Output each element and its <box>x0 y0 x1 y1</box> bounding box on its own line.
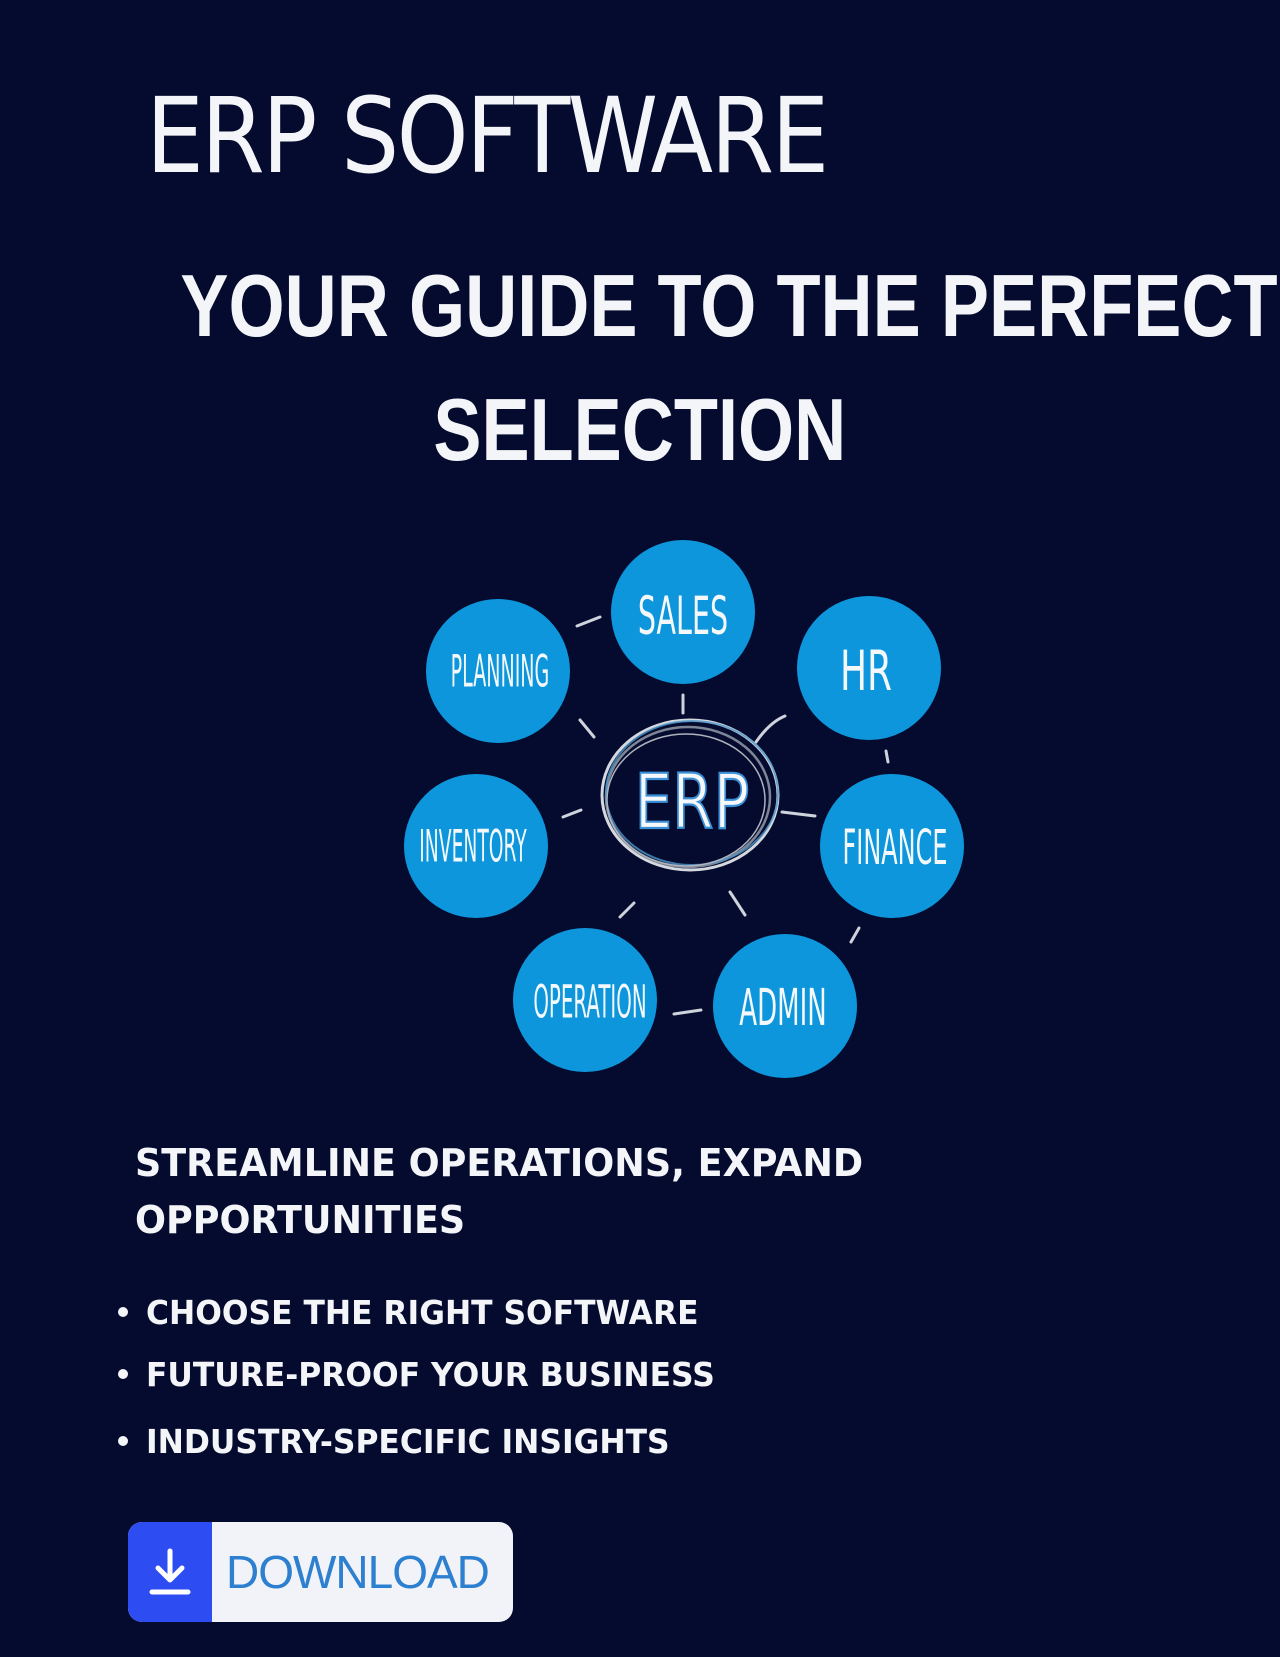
page-title: ERP SOFTWARE <box>146 75 829 197</box>
module-inventory-label: INVENTORY <box>419 823 527 874</box>
tagline: STREAMLINE OPERATIONS, EXPAND OPPORTUNIT… <box>135 1135 1135 1249</box>
module-hr-label: HR <box>840 639 892 703</box>
download-button[interactable]: DOWNLOAD <box>128 1522 513 1622</box>
module-circle <box>426 599 570 743</box>
list-item: INDUSTRY-SPECIFIC INSIGHTS <box>118 1422 697 1461</box>
module-inventory: INVENTORY <box>404 774 548 918</box>
module-planning-label: PLANNING <box>451 646 550 698</box>
module-sales-label: SALES <box>638 587 728 648</box>
bullet-icon <box>118 1368 128 1379</box>
connector-lines <box>561 615 890 1016</box>
download-button-label: DOWNLOAD <box>226 1546 490 1598</box>
module-operation-label: OPERATION <box>533 977 646 1029</box>
module-circle <box>611 540 755 684</box>
download-icon <box>128 1522 212 1622</box>
list-item: CHOOSE THE RIGHT SOFTWARE <box>118 1293 728 1332</box>
subtitle-line-1: YOUR GUIDE TO THE PERFECT <box>180 256 1278 355</box>
erp-center: ERP <box>600 718 780 872</box>
module-circle <box>713 934 857 1078</box>
module-finance: FINANCE <box>820 774 964 918</box>
module-operation: OPERATION <box>513 928 657 1072</box>
module-finance-label: FINANCE <box>842 820 947 876</box>
module-hr: HR <box>797 596 941 740</box>
module-admin: ADMIN <box>713 934 857 1078</box>
module-circle <box>797 596 941 740</box>
subtitle-line-2: SELECTION <box>433 380 847 479</box>
module-circle <box>820 774 964 918</box>
erp-center-label: ERP <box>635 759 750 847</box>
module-sales: SALES <box>611 540 755 684</box>
bullet-icon <box>118 1306 128 1317</box>
module-circle <box>513 928 657 1072</box>
module-planning: PLANNING <box>426 599 570 743</box>
list-item: FUTURE-PROOF YOUR BUSINESS <box>118 1355 745 1394</box>
tagline-line-2: OPPORTUNITIES <box>135 1198 466 1242</box>
module-admin-label: ADMIN <box>739 980 826 1038</box>
tagline-line-1: STREAMLINE OPERATIONS, EXPAND <box>135 1141 864 1185</box>
bullet-icon <box>118 1435 128 1446</box>
module-circle <box>404 774 548 918</box>
